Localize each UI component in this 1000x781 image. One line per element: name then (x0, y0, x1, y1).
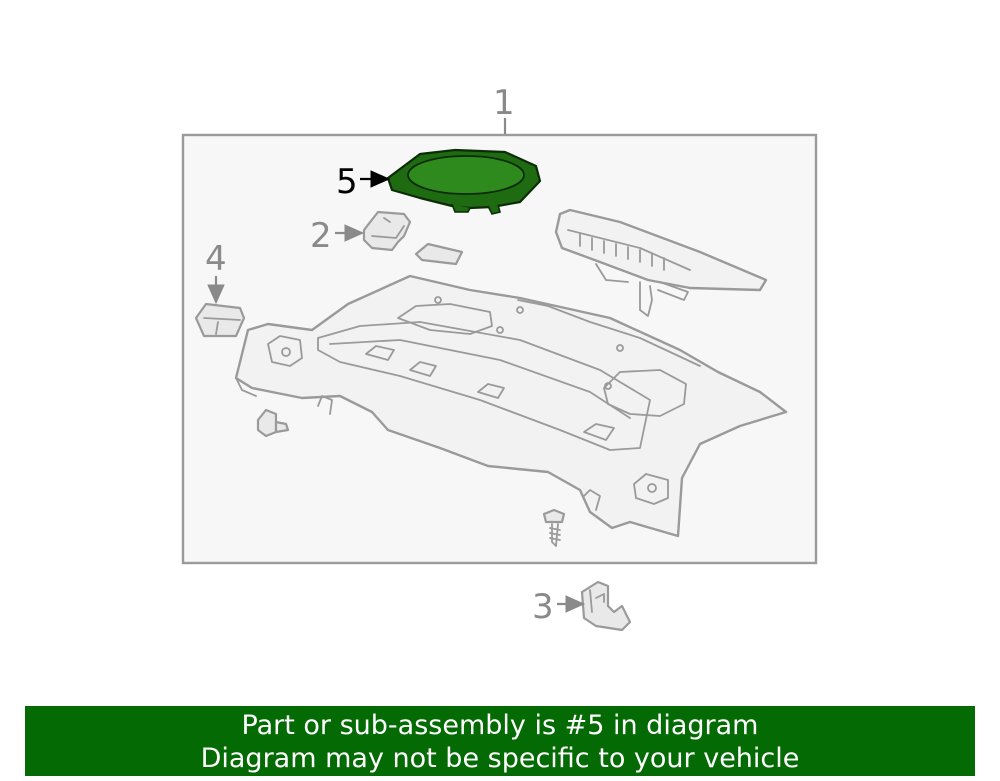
pad-part (414, 242, 464, 266)
callout-4: 4 (205, 239, 227, 279)
screw (542, 508, 566, 547)
package-tray-panel (234, 274, 788, 538)
part-2-clip[interactable] (362, 210, 412, 252)
callout-3: 3 (532, 587, 554, 627)
part-4-grommet[interactable] (194, 302, 246, 338)
brake-lamp (554, 208, 768, 317)
info-banner: Part or sub-assembly is #5 in diagram Di… (25, 706, 975, 776)
push-pin (256, 408, 290, 438)
callout-1: 1 (493, 83, 515, 123)
banner-line-2: Diagram may not be specific to your vehi… (200, 743, 800, 774)
banner-line-1: Part or sub-assembly is #5 in diagram (241, 710, 759, 741)
callout-5: 5 (336, 162, 358, 202)
part-5-speaker-cover[interactable] (386, 148, 542, 215)
part-3-bracket[interactable] (580, 580, 632, 632)
callout-2: 2 (310, 216, 332, 256)
